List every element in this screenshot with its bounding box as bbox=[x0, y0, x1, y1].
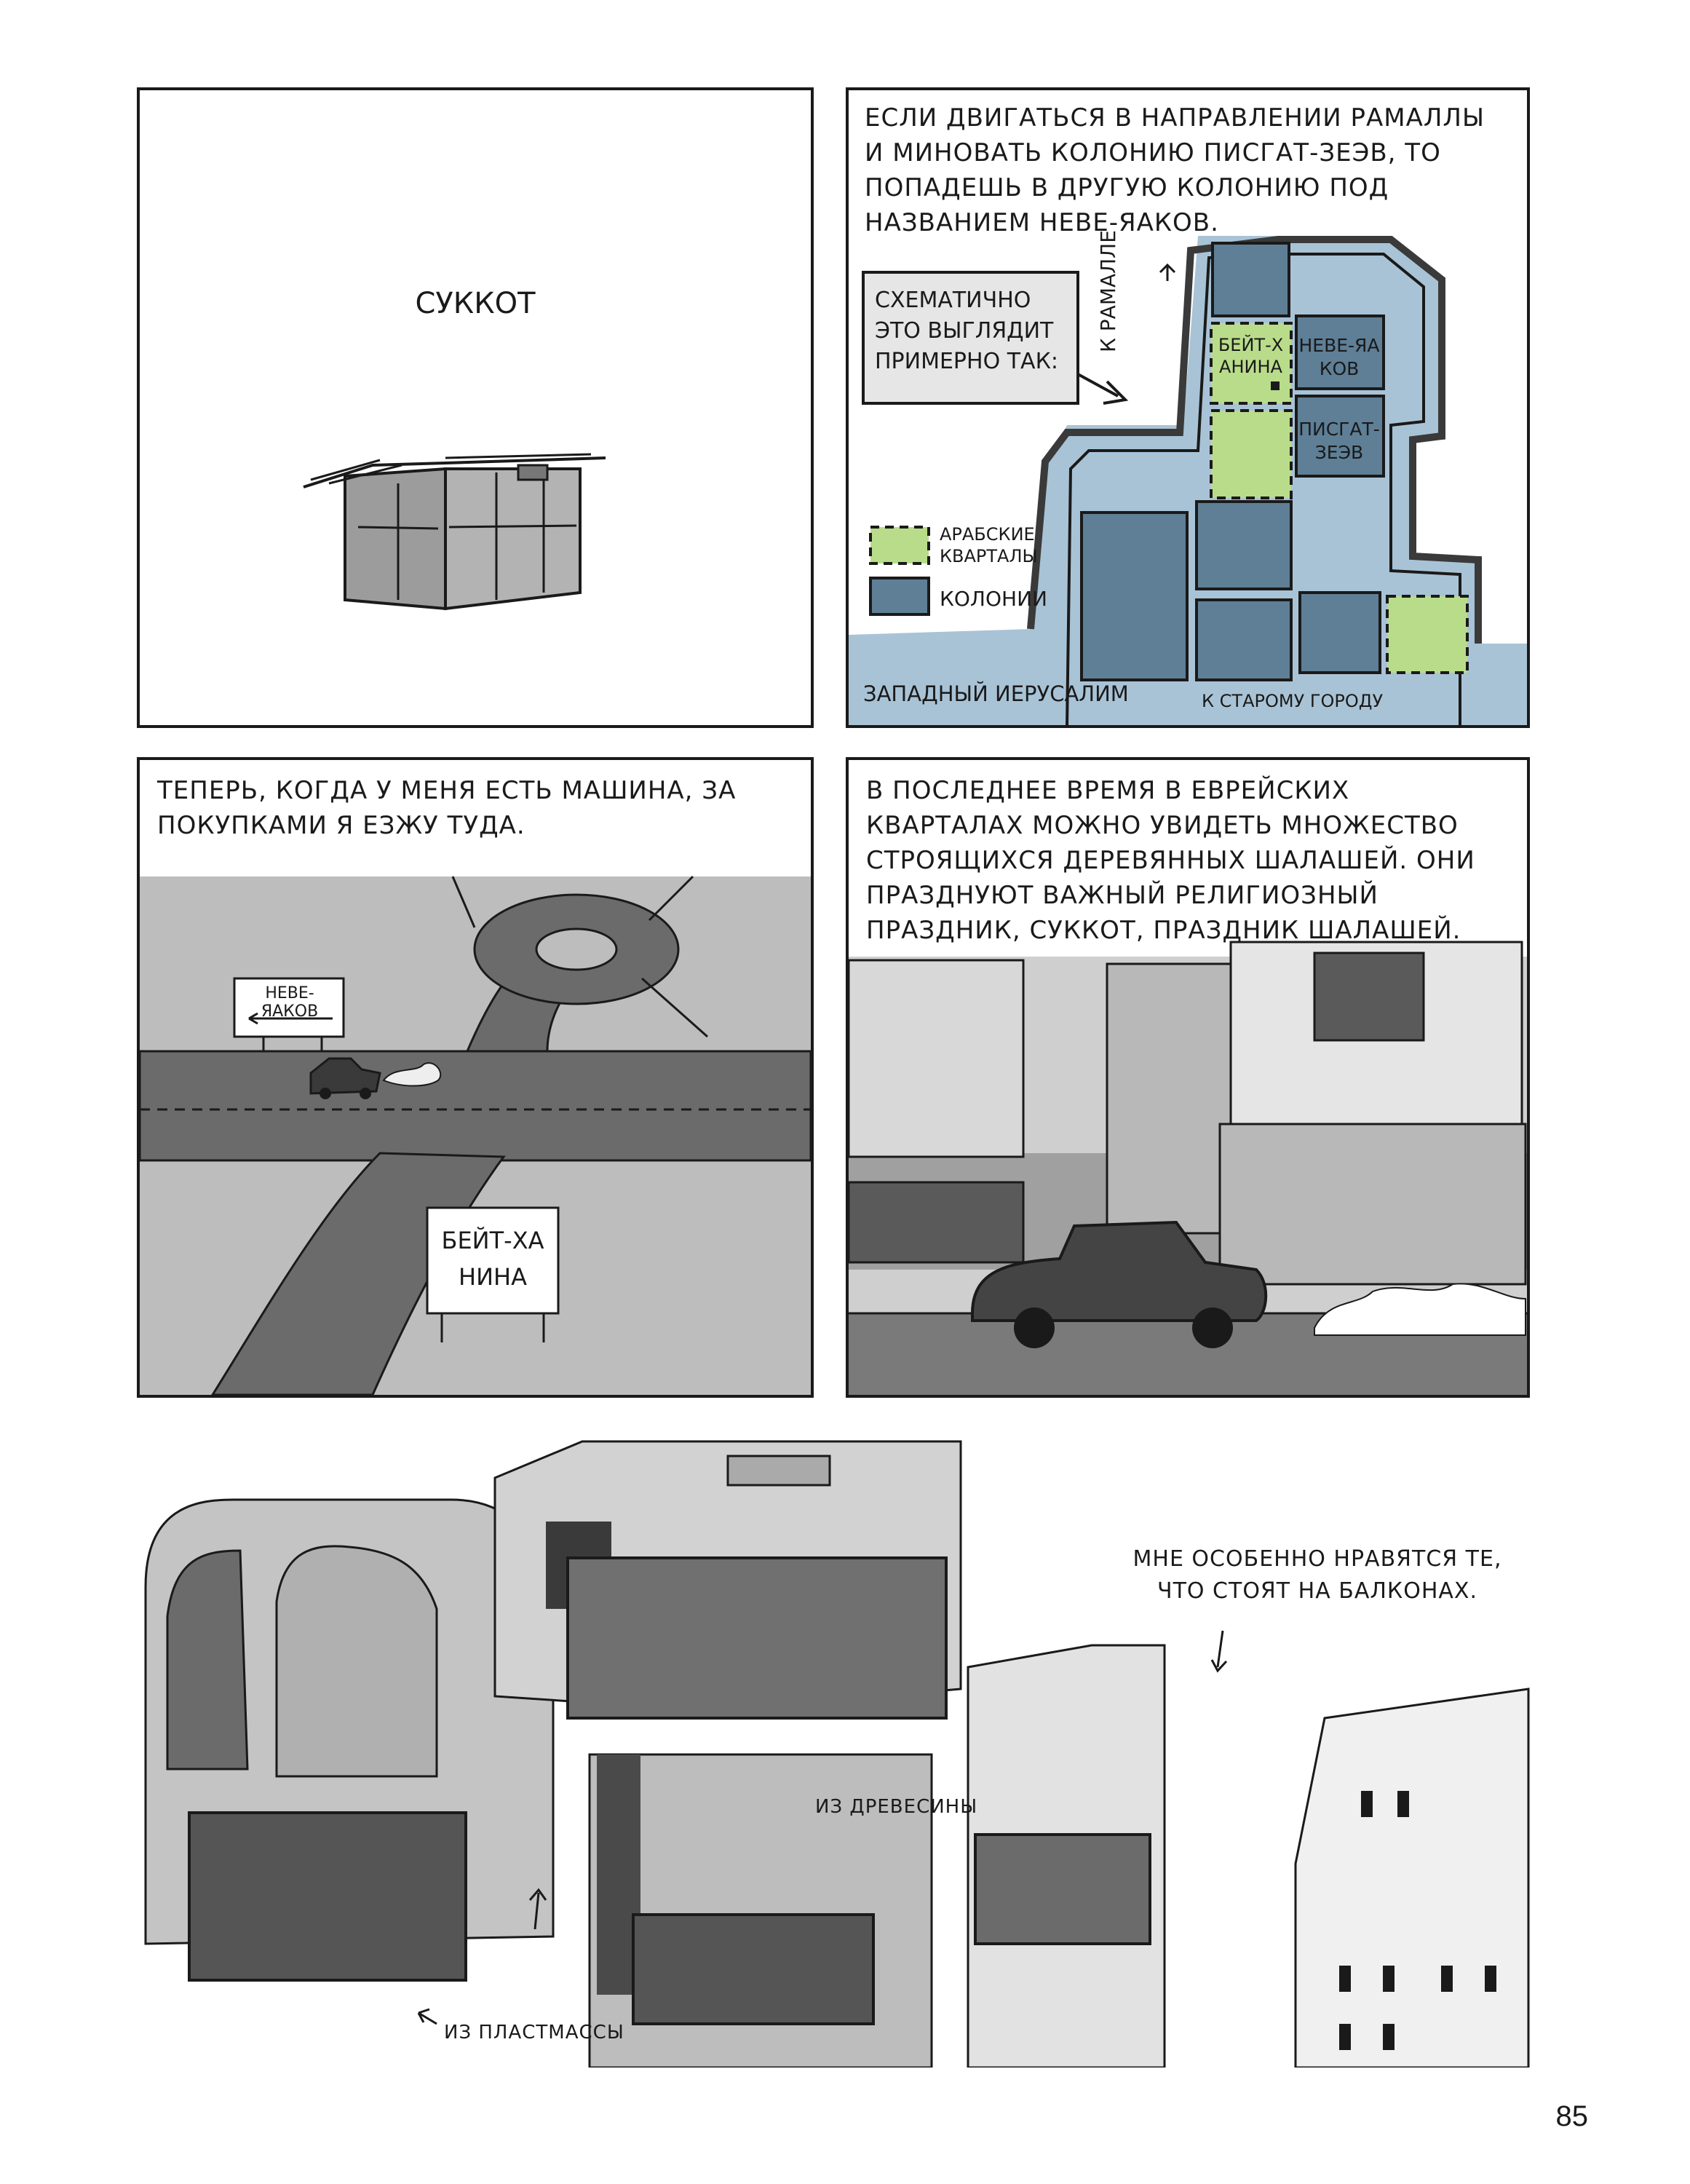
label-beit-hanina: БЕЙТ-ХАНИНА bbox=[1218, 335, 1284, 377]
sign1-text: НЕВЕ-ЯАКОВ bbox=[261, 984, 319, 1021]
caption-plastic: ИЗ ПЛАСТМАССЫ bbox=[444, 2022, 624, 2043]
legend-arab-swatch bbox=[869, 526, 930, 565]
sukkah-illustration bbox=[303, 453, 606, 611]
label-west-jerusalem: ЗАПАДНЫЙ ИЕРУСАЛИМ bbox=[863, 681, 1129, 706]
colony-blocks bbox=[1080, 242, 1385, 681]
legend-colony-label: КОЛОНИИ bbox=[940, 587, 1047, 611]
sukkot-title: СУККОТ bbox=[415, 287, 536, 320]
label-to-old-city: К СТАРОМУ ГОРОДУ bbox=[1202, 691, 1384, 711]
map-caption: ЕСЛИ ДВИГАТЬСЯ В НАПРАВЛЕНИИ РАМАЛЛЫ И М… bbox=[865, 103, 1485, 237]
bottom-strip: МНЕ ОСОБЕННО НРАВЯТСЯ ТЕ, ЧТО СТОЯТ НА Б… bbox=[131, 1427, 1550, 2068]
street-caption: В ПОСЛЕДНЕЕ ВРЕМЯ В ЕВРЕЙСКИХ КВАРТАЛАХ … bbox=[866, 776, 1475, 945]
balcony-sukkot-illustration bbox=[144, 1440, 1530, 2068]
caption-favorite: МНЕ ОСОБЕННО НРАВЯТСЯ ТЕ, ЧТО СТОЯТ НА Б… bbox=[1132, 1546, 1502, 1604]
panel-street: В ПОСЛЕДНЕЕ ВРЕМЯ В ЕВРЕЙСКИХ КВАРТАЛАХ … bbox=[846, 757, 1530, 1398]
sign-neve-yaakov bbox=[233, 977, 345, 1038]
sign2-text: БЕЙТ-ХАНИНА bbox=[441, 1227, 544, 1291]
caption-wood: ИЗ ДРЕВЕСИНЫ bbox=[815, 1796, 978, 1818]
legend-colony-swatch bbox=[869, 577, 930, 616]
legend-arab-label: АРАБСКИЕ КВАРТАЛЫ bbox=[940, 524, 1038, 566]
sign-beit-hanina bbox=[426, 1206, 560, 1315]
road-illustration bbox=[140, 875, 811, 1395]
label-pisgat-zeev: ПИСГАТ-ЗЕЭВ bbox=[1298, 419, 1380, 463]
page-number: 85 bbox=[1555, 2100, 1589, 2132]
schematic-map bbox=[849, 236, 1527, 725]
label-neve-yaakov: НЕВЕ-ЯАКОВ bbox=[1298, 335, 1380, 379]
street-illustration bbox=[849, 941, 1527, 1395]
panel-sukkot-title: СУККОТ bbox=[137, 87, 814, 728]
road-caption: ТЕПЕРЬ, КОГДА У МЕНЯ ЕСТЬ МАШИНА, ЗА ПОК… bbox=[157, 776, 737, 840]
panel-map: ЕСЛИ ДВИГАТЬСЯ В НАПРАВЛЕНИИ РАМАЛЛЫ И М… bbox=[846, 87, 1530, 728]
panel-road: ТЕПЕРЬ, КОГДА У МЕНЯ ЕСТЬ МАШИНА, ЗА ПОК… bbox=[137, 757, 814, 1398]
label-to-ramalla: К РАМАЛЛЕ bbox=[1096, 230, 1120, 352]
map-note: СХЕМАТИЧНО ЭТО ВЫГЛЯДИТ ПРИМЕРНО ТАК: bbox=[875, 288, 1058, 374]
